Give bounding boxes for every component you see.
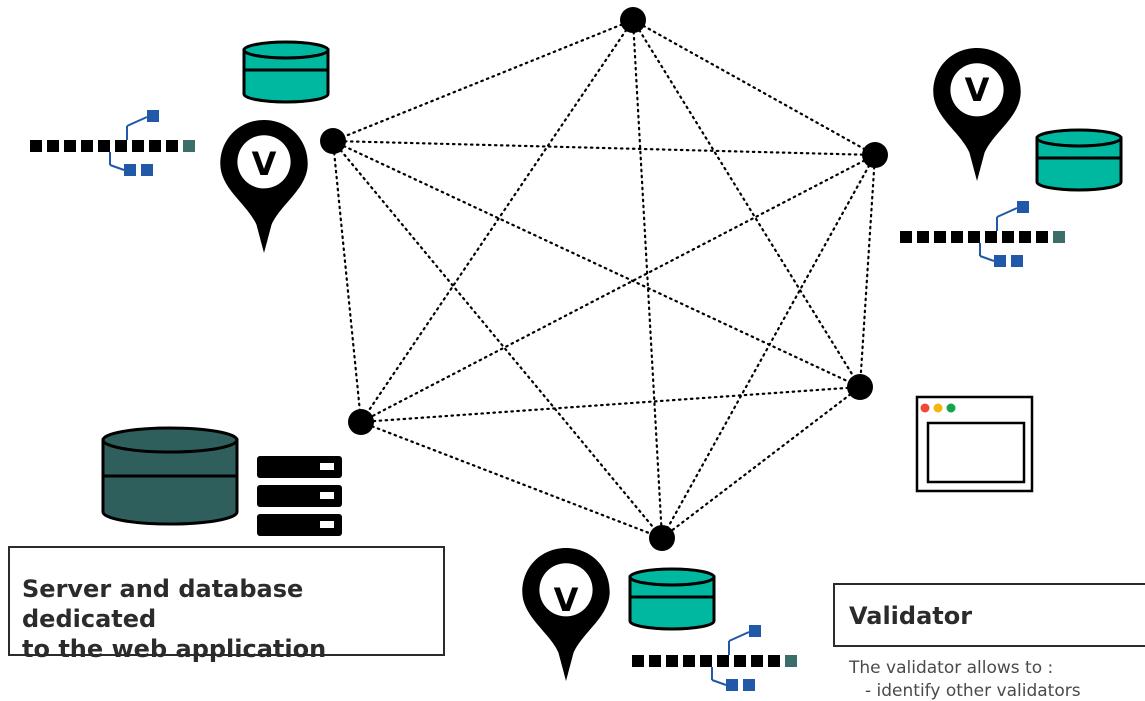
blockchain-icon: [29, 109, 196, 177]
validator-pin-icon: [933, 48, 1021, 181]
validator-database-icon: [1035, 128, 1123, 192]
network-link: [331, 139, 363, 424]
network-node-2: [320, 128, 346, 154]
network-node-5: [348, 409, 374, 435]
network-link: [331, 139, 862, 389]
network-link: [359, 153, 877, 424]
web-app-database-icon: [101, 426, 239, 526]
validator-pin-letter: V: [252, 145, 277, 183]
network-link: [631, 18, 664, 540]
network-node-3: [862, 142, 888, 168]
network-links: [331, 18, 877, 540]
network-node-6: [649, 525, 675, 551]
network-node-1: [620, 7, 646, 33]
network-link: [359, 385, 862, 424]
blockchain-icon: [631, 624, 798, 692]
network-link: [660, 153, 877, 540]
server-caption-line-2: to the web application: [22, 635, 327, 663]
network-link: [660, 385, 862, 540]
validator-pin-letter: V: [554, 581, 579, 619]
network-link: [631, 18, 877, 157]
validator-legend-point: - identify other validators: [865, 681, 1081, 701]
validator-pin-icon: [220, 120, 308, 253]
validator-pin-letter: V: [965, 71, 990, 109]
network-link: [359, 420, 664, 540]
server-caption-line-1: Server and database dedicated: [22, 575, 304, 633]
validator-database-icon: [628, 567, 716, 631]
validator-legend-intro: The validator allows to :: [849, 658, 1054, 678]
network-link: [631, 18, 862, 389]
validator-legend-title: Validator: [849, 602, 973, 630]
network-link: [331, 139, 877, 157]
server-caption-box: Server and database dedicated to the web…: [8, 546, 445, 663]
network-node-4: [847, 374, 873, 400]
network-nodes: [320, 7, 888, 551]
network-link: [331, 18, 635, 143]
blockchain-icon: [899, 200, 1066, 268]
validator-legend-box: Validator: [833, 583, 1145, 647]
network-link: [359, 18, 635, 424]
server-rack-icon: [257, 456, 342, 536]
network-link: [858, 153, 877, 389]
validator-database-icon: [242, 40, 330, 104]
network-link: [331, 139, 664, 540]
browser-window-icon: [915, 395, 1034, 493]
